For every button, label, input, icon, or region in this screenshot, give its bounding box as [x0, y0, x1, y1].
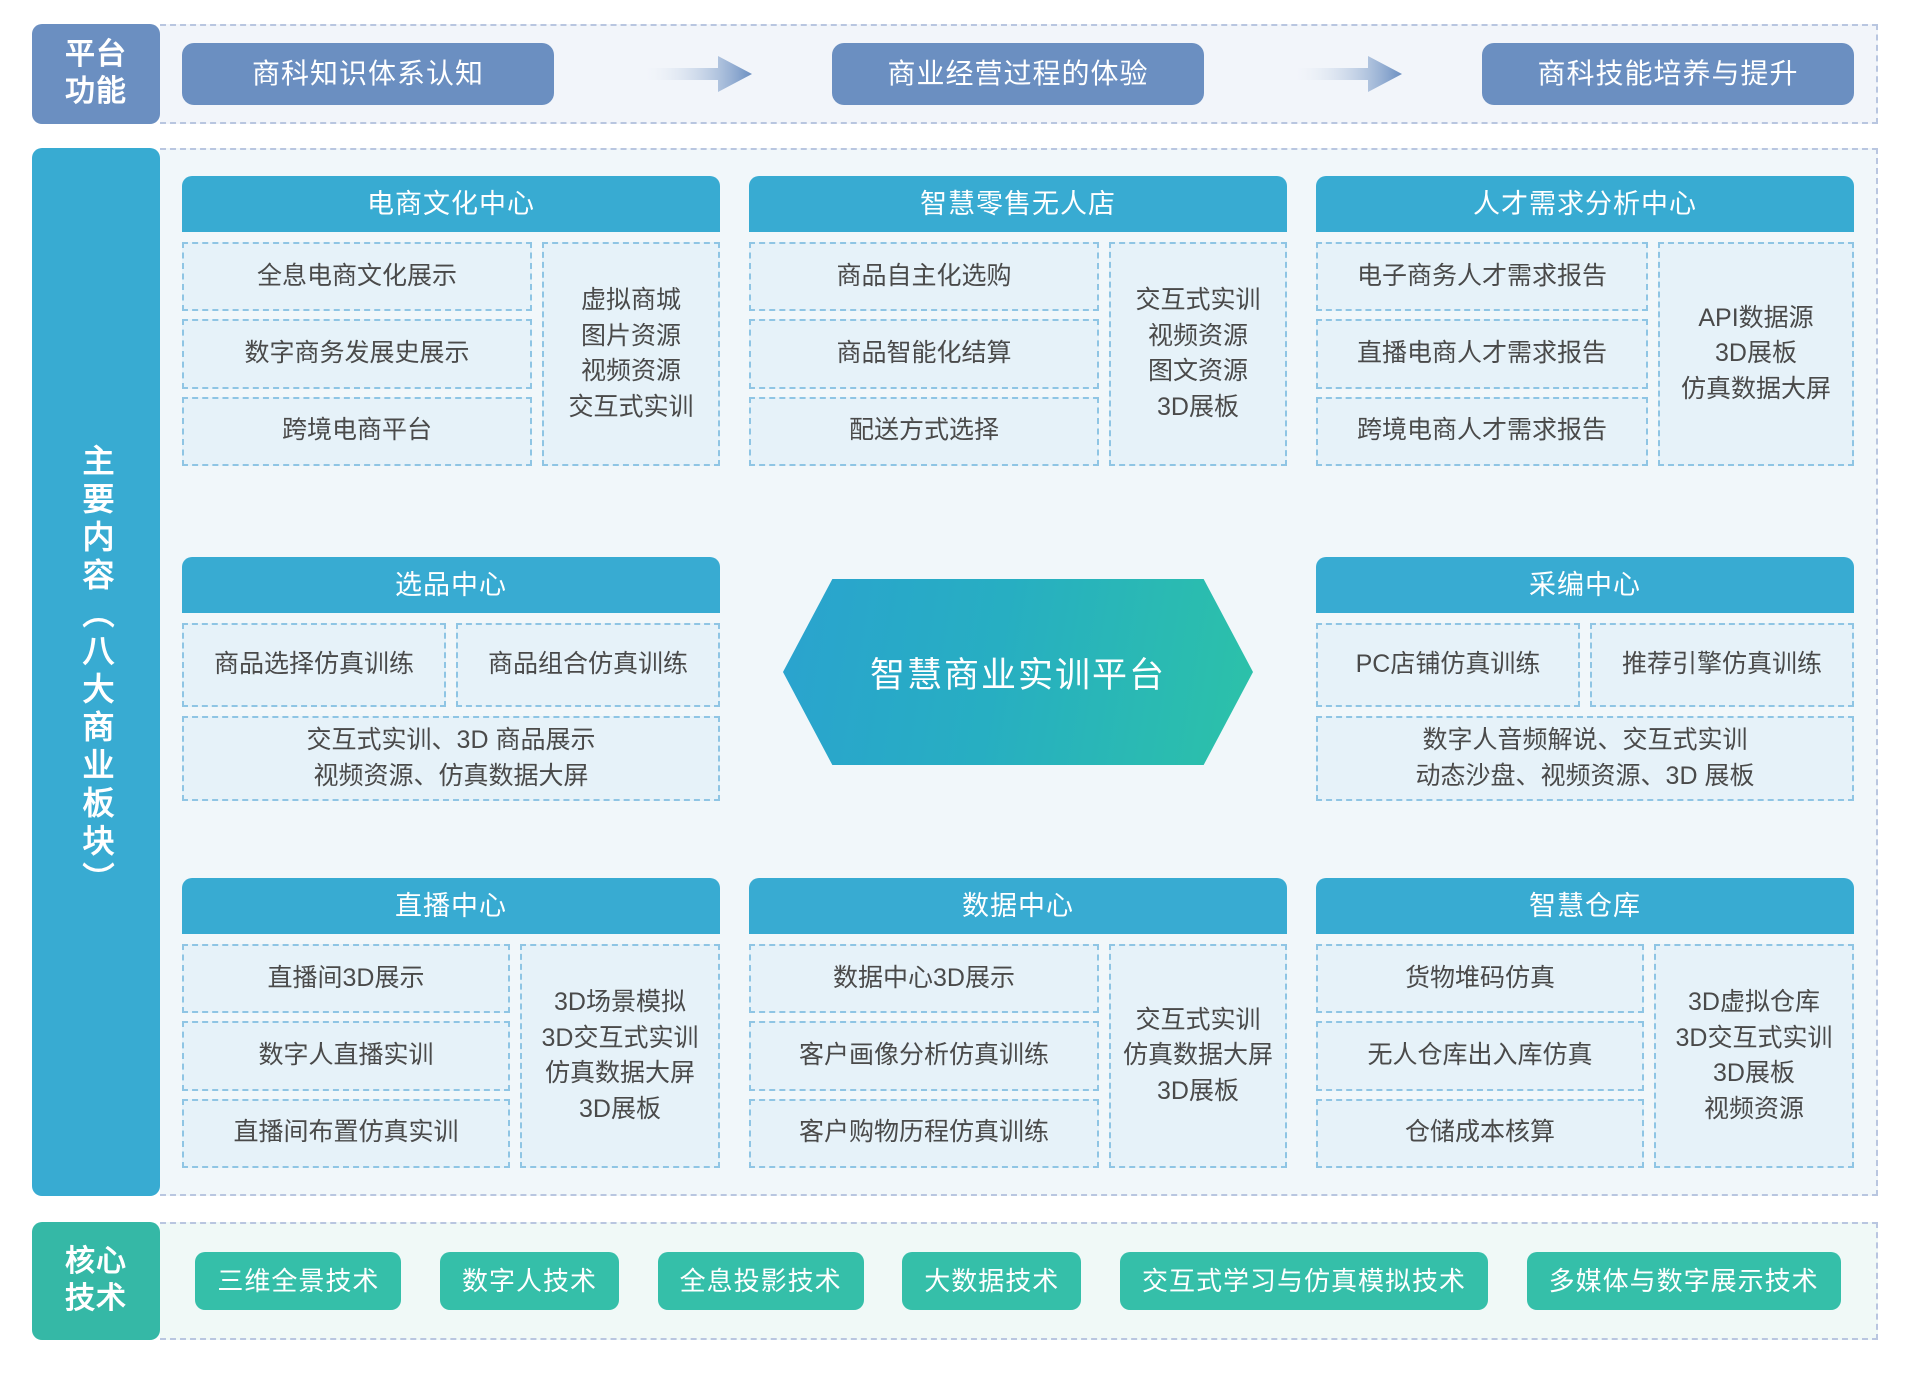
module-item[interactable]: 推荐引擎仿真训练: [1590, 623, 1854, 707]
module-item[interactable]: 全息电商文化展示: [182, 242, 532, 312]
module-resource-note: 3D场景模拟 3D交互式实训 仿真数据大屏 3D展板: [520, 944, 720, 1168]
module-item[interactable]: 客户购物历程仿真训练: [749, 1098, 1099, 1168]
module-item[interactable]: 跨境电商人才需求报告: [1316, 396, 1648, 466]
module-item[interactable]: 配送方式选择: [749, 396, 1099, 466]
module-item[interactable]: 数据中心3D展示: [749, 944, 1099, 1014]
core-technology-panel: 三维全景技术 数字人技术 全息投影技术 大数据技术 交互式学习与仿真模拟技术 多…: [160, 1222, 1878, 1340]
core-technology-tab-label: 核心 技术: [65, 1245, 127, 1315]
platform-functions-tab-label: 平台 功能: [65, 38, 127, 108]
module-item-list: 货物堆码仿真 无人仓库出入库仿真 仓储成本核算: [1316, 944, 1644, 1168]
center-hexagon-wrap: 智慧商业实训平台: [749, 557, 1287, 787]
module-title: 选品中心: [182, 557, 720, 613]
core-technology-tab: 核心 技术: [32, 1222, 160, 1340]
platform-step-1[interactable]: 商科知识体系认知: [182, 43, 554, 105]
module-row-middle: 选品中心 商品选择仿真训练 商品组合仿真训练 交互式实训、3D 商品展示 视频资…: [182, 557, 1854, 801]
tech-item-5[interactable]: 交互式学习与仿真模拟技术: [1119, 1252, 1488, 1310]
platform-step-3-label: 商科技能培养与提升: [1537, 58, 1799, 89]
platform-functions-panel: 商科知识体系认知 商业经营过程的体验: [160, 24, 1878, 124]
arrow-right-icon: [1284, 56, 1402, 92]
module-ecommerce-culture-center[interactable]: 电商文化中心 全息电商文化展示 数字商务发展史展示 跨境电商平台 虚拟商城 图片…: [182, 176, 720, 466]
tech-item-1[interactable]: 三维全景技术: [195, 1252, 402, 1310]
platform-core-hexagon[interactable]: 智慧商业实训平台: [783, 579, 1253, 765]
module-item[interactable]: 数字商务发展史展示: [182, 319, 532, 389]
main-content-band: 主要内容（八大商业板块） 电商文化中心 全息电商文化展示 数字商务发展史展示 跨…: [32, 148, 1878, 1196]
module-item[interactable]: 无人仓库出入库仿真: [1316, 1021, 1644, 1091]
module-title: 数据中心: [749, 878, 1287, 934]
module-row-bottom: 直播中心 直播间3D展示 数字人直播实训 直播间布置仿真实训 3D场景模拟 3D…: [182, 878, 1854, 1168]
module-item[interactable]: 直播间3D展示: [182, 944, 510, 1014]
module-title: 电商文化中心: [182, 176, 720, 232]
main-content-tab: 主要内容（八大商业板块）: [32, 148, 160, 1196]
tech-item-6[interactable]: 多媒体与数字展示技术: [1526, 1252, 1841, 1310]
module-title: 智慧仓库: [1316, 878, 1854, 934]
module-item[interactable]: 直播电商人才需求报告: [1316, 319, 1648, 389]
module-smart-warehouse[interactable]: 智慧仓库 货物堆码仿真 无人仓库出入库仿真 仓储成本核算 3D虚拟仓库 3D交互…: [1316, 878, 1854, 1168]
platform-step-1-label: 商科知识体系认知: [251, 58, 484, 89]
module-editorial-center[interactable]: 采编中心 PC店铺仿真训练 推荐引擎仿真训练 数字人音频解说、交互式实训 动态沙…: [1316, 557, 1854, 801]
platform-step-2-label: 商业经营过程的体验: [887, 58, 1149, 89]
module-item[interactable]: 商品选择仿真训练: [182, 623, 446, 707]
module-item[interactable]: 货物堆码仿真: [1316, 944, 1644, 1014]
module-title: 直播中心: [182, 878, 720, 934]
module-item[interactable]: 直播间布置仿真实训: [182, 1098, 510, 1168]
module-selection-center[interactable]: 选品中心 商品选择仿真训练 商品组合仿真训练 交互式实训、3D 商品展示 视频资…: [182, 557, 720, 801]
module-item[interactable]: 客户画像分析仿真训练: [749, 1021, 1099, 1091]
module-item-pair: PC店铺仿真训练 推荐引擎仿真训练: [1316, 623, 1854, 707]
module-item[interactable]: 商品组合仿真训练: [456, 623, 720, 707]
module-item-list: 全息电商文化展示 数字商务发展史展示 跨境电商平台: [182, 242, 532, 466]
platform-core-label: 智慧商业实训平台: [869, 655, 1166, 695]
module-title: 人才需求分析中心: [1316, 176, 1854, 232]
module-item[interactable]: 跨境电商平台: [182, 396, 532, 466]
platform-step-3[interactable]: 商科技能培养与提升: [1482, 43, 1854, 105]
module-resource-note: 交互式实训 视频资源 图文资源 3D展板: [1109, 242, 1287, 466]
module-livestream-center[interactable]: 直播中心 直播间3D展示 数字人直播实训 直播间布置仿真实训 3D场景模拟 3D…: [182, 878, 720, 1168]
module-item[interactable]: 商品智能化结算: [749, 319, 1099, 389]
module-title: 智慧零售无人店: [749, 176, 1287, 232]
module-smart-retail-unmanned-store[interactable]: 智慧零售无人店 商品自主化选购 商品智能化结算 配送方式选择 交互式实训 视频资…: [749, 176, 1287, 466]
module-row-top: 电商文化中心 全息电商文化展示 数字商务发展史展示 跨境电商平台 虚拟商城 图片…: [182, 176, 1854, 466]
module-item[interactable]: 数字人直播实训: [182, 1021, 510, 1091]
tech-item-2[interactable]: 数字人技术: [439, 1252, 619, 1310]
module-item-pair: 商品选择仿真训练 商品组合仿真训练: [182, 623, 720, 707]
module-talent-demand-analysis-center[interactable]: 人才需求分析中心 电子商务人才需求报告 直播电商人才需求报告 跨境电商人才需求报…: [1316, 176, 1854, 466]
module-resource-note: 交互式实训 仿真数据大屏 3D展板: [1109, 944, 1287, 1168]
arrow-right-icon: [634, 56, 752, 92]
module-item[interactable]: 商品自主化选购: [749, 242, 1099, 312]
module-resource-note: API数据源 3D展板 仿真数据大屏: [1658, 242, 1854, 466]
module-data-center[interactable]: 数据中心 数据中心3D展示 客户画像分析仿真训练 客户购物历程仿真训练 交互式实…: [749, 878, 1287, 1168]
module-item[interactable]: PC店铺仿真训练: [1316, 623, 1580, 707]
core-technology-band: 核心 技术 三维全景技术 数字人技术 全息投影技术 大数据技术 交互式学习与仿真…: [32, 1222, 1878, 1340]
main-content-panel: 电商文化中心 全息电商文化展示 数字商务发展史展示 跨境电商平台 虚拟商城 图片…: [160, 148, 1878, 1196]
module-item-list: 直播间3D展示 数字人直播实训 直播间布置仿真实训: [182, 944, 510, 1168]
module-resource-note: 虚拟商城 图片资源 视频资源 交互式实训: [542, 242, 720, 466]
module-item-list: 商品自主化选购 商品智能化结算 配送方式选择: [749, 242, 1099, 466]
module-resource-note: 3D虚拟仓库 3D交互式实训 3D展板 视频资源: [1654, 944, 1854, 1168]
platform-step-2[interactable]: 商业经营过程的体验: [832, 43, 1204, 105]
module-item-list: 电子商务人才需求报告 直播电商人才需求报告 跨境电商人才需求报告: [1316, 242, 1648, 466]
main-content-tab-label: 主要内容（八大商业板块）: [78, 444, 115, 900]
tech-item-3[interactable]: 全息投影技术: [657, 1252, 864, 1310]
tech-item-4[interactable]: 大数据技术: [902, 1252, 1082, 1310]
module-item[interactable]: 电子商务人才需求报告: [1316, 242, 1648, 312]
platform-functions-tab: 平台 功能: [32, 24, 160, 124]
module-resource-note: 数字人音频解说、交互式实训 动态沙盘、视频资源、3D 展板: [1316, 716, 1854, 801]
module-resource-note: 交互式实训、3D 商品展示 视频资源、仿真数据大屏: [182, 716, 720, 801]
module-title: 采编中心: [1316, 557, 1854, 613]
module-item-list: 数据中心3D展示 客户画像分析仿真训练 客户购物历程仿真训练: [749, 944, 1099, 1168]
module-item[interactable]: 仓储成本核算: [1316, 1098, 1644, 1168]
platform-functions-band: 平台 功能 商科知识体系认知 商业经营过程的体验: [32, 24, 1878, 124]
